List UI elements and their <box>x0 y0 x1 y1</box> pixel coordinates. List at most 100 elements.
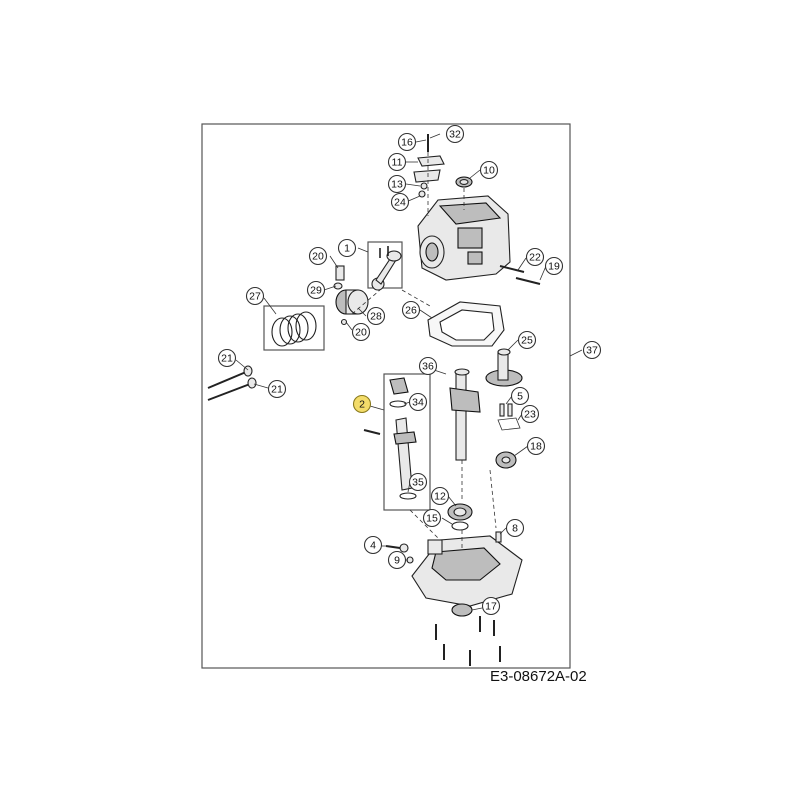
callout-label: 20 <box>355 327 367 339</box>
callout-c28: 28 <box>366 306 386 326</box>
camshaft <box>485 348 523 387</box>
callout-label: 28 <box>370 311 382 323</box>
callout-label: 9 <box>394 555 400 567</box>
callout-circle <box>418 356 438 376</box>
base-bolts <box>435 616 501 666</box>
callout-label: 26 <box>405 305 417 317</box>
callout-c2: 2 <box>352 394 372 414</box>
callout-label: 36 <box>422 361 434 373</box>
callout-label: 32 <box>449 129 461 141</box>
callout-label: 5 <box>517 391 523 403</box>
callout-circle <box>430 486 450 506</box>
callout-c9: 9 <box>387 550 407 570</box>
callout-c10: 10 <box>479 160 499 180</box>
callout-label: 23 <box>524 409 536 421</box>
diagram-frame <box>201 123 571 669</box>
callout-circle <box>352 394 372 414</box>
callout-circle <box>337 238 357 258</box>
callout-circle <box>401 300 421 320</box>
callout-circle <box>306 280 326 300</box>
connecting-rod <box>371 246 402 291</box>
callout-c1: 1 <box>337 238 357 258</box>
callout-c16: 16 <box>397 132 417 152</box>
callout-c37: 37 <box>582 340 602 360</box>
crankshaft <box>449 368 481 461</box>
callout-c27: 27 <box>245 286 265 306</box>
callout-label: 29 <box>310 285 322 297</box>
callout-circle <box>481 596 501 616</box>
callout-circle <box>351 322 371 342</box>
piston-rings-box <box>263 305 325 351</box>
callout-circle <box>363 535 383 555</box>
callout-label: 2 <box>359 399 365 411</box>
callout-label: 13 <box>391 179 403 191</box>
callout-circle <box>479 160 499 180</box>
callout-c5: 5 <box>510 386 530 406</box>
callout-c23: 23 <box>520 404 540 424</box>
callout-c20a: 20 <box>308 246 328 266</box>
callout-label: 24 <box>394 197 406 209</box>
callout-c17: 17 <box>481 596 501 616</box>
callout-circle <box>582 340 602 360</box>
connecting-rod-box <box>367 241 403 289</box>
oil-fill-tube <box>363 377 417 500</box>
callout-circle <box>526 436 546 456</box>
callout-circle <box>387 174 407 194</box>
callout-c8: 8 <box>505 518 525 538</box>
tappets <box>497 403 521 431</box>
callout-label: 37 <box>586 345 598 357</box>
callout-circle <box>366 306 386 326</box>
callout-label: 20 <box>312 251 324 263</box>
callout-circle <box>525 247 545 267</box>
callout-circle <box>245 286 265 306</box>
callout-circle <box>408 392 428 412</box>
callout-circle <box>544 256 564 276</box>
piston-parts <box>333 265 369 326</box>
callout-circle <box>387 152 407 172</box>
callout-label: 21 <box>221 353 233 365</box>
diagram-reference-code: E3-08672A-02 <box>490 668 587 685</box>
oil-tube-box <box>383 373 431 511</box>
leader-lines <box>235 133 583 611</box>
callout-label: 15 <box>426 513 438 525</box>
callout-circle <box>445 124 465 144</box>
callout-circle <box>387 550 407 570</box>
callout-c26: 26 <box>401 300 421 320</box>
callout-c20b: 20 <box>351 322 371 342</box>
callout-label: 12 <box>434 491 446 503</box>
callout-c21b: 21 <box>267 379 287 399</box>
callout-circle <box>408 472 428 492</box>
callout-label: 16 <box>401 137 413 149</box>
callout-circle <box>505 518 525 538</box>
callout-label: 35 <box>412 477 424 489</box>
callout-circle <box>517 330 537 350</box>
callout-label: 10 <box>483 165 495 177</box>
crankcase-base <box>411 535 523 617</box>
callout-c13: 13 <box>387 174 407 194</box>
callout-circle <box>390 192 410 212</box>
oil-pump <box>447 503 473 531</box>
callout-circle <box>510 386 530 406</box>
gasket <box>427 301 505 347</box>
callout-c36: 36 <box>418 356 438 376</box>
callout-c18: 18 <box>526 436 546 456</box>
callout-c19: 19 <box>544 256 564 276</box>
callout-c34: 34 <box>408 392 428 412</box>
callout-c15: 15 <box>422 508 442 528</box>
callout-c22: 22 <box>525 247 545 267</box>
callout-c24: 24 <box>390 192 410 212</box>
callout-circle <box>520 404 540 424</box>
callout-c4: 4 <box>363 535 383 555</box>
callout-circle <box>397 132 417 152</box>
valve-cover-parts <box>413 134 473 198</box>
callout-label: 17 <box>485 601 497 613</box>
cylinder-block <box>417 195 511 281</box>
callout-label: 21 <box>271 384 283 396</box>
callout-label: 25 <box>521 335 533 347</box>
small-parts <box>385 531 502 564</box>
callout-circle <box>422 508 442 528</box>
governor-gear <box>495 451 517 469</box>
callout-c11: 11 <box>387 152 407 172</box>
